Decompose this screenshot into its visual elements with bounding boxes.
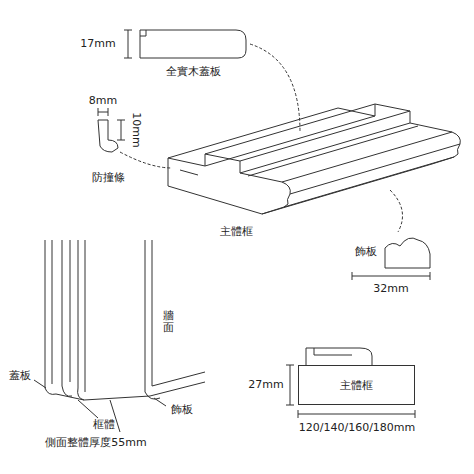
leader-line xyxy=(154,398,166,406)
node-text: 主體框 xyxy=(340,378,373,393)
dimension-line xyxy=(352,272,430,280)
cover-plank-on-frame xyxy=(306,348,372,365)
part-label: 側面整體厚度55mm xyxy=(45,436,146,449)
frame-body-section xyxy=(62,240,85,400)
trim-section xyxy=(145,392,160,399)
cover-plate-section xyxy=(45,240,56,394)
dimension-line xyxy=(298,410,415,418)
main-frame-edges xyxy=(168,104,460,214)
part-label: 飾板 xyxy=(171,403,193,416)
part-label: 32mm xyxy=(373,282,408,295)
wall-section xyxy=(145,240,152,392)
part-label: 主體框 xyxy=(220,225,253,238)
leader-line xyxy=(78,400,98,418)
part-label: 飾板 xyxy=(355,245,377,258)
main-frame-end-face xyxy=(168,154,290,214)
part-label: 牆面 xyxy=(163,310,174,334)
part-label: 17mm xyxy=(80,37,115,50)
part-label: 8mm xyxy=(89,94,117,107)
leader-curve xyxy=(120,152,172,168)
part-label: 蓋板 xyxy=(9,369,31,382)
part-label: 27mm xyxy=(248,378,283,391)
cover-plank-profile xyxy=(140,30,246,58)
floor-line xyxy=(56,372,205,400)
leader-curve xyxy=(390,190,403,232)
frame-groove xyxy=(180,126,418,176)
part-label: 框體 xyxy=(93,418,115,431)
dimension-line xyxy=(124,30,132,58)
dimension-line xyxy=(98,108,108,116)
part-label: 10mm xyxy=(129,112,142,147)
leader-line xyxy=(34,380,46,388)
dimension-line xyxy=(117,120,125,140)
part-label: 全實木蓋板 xyxy=(166,65,221,78)
frame-section-box: 主體框 xyxy=(298,365,415,405)
leader-curve xyxy=(250,44,300,132)
part-label: 防撞條 xyxy=(92,171,125,184)
part-label: 120/140/160/180mm xyxy=(299,421,416,434)
trim-board-profile xyxy=(385,238,430,268)
dimension-line xyxy=(286,365,294,405)
bumper-strip-profile xyxy=(98,120,118,152)
